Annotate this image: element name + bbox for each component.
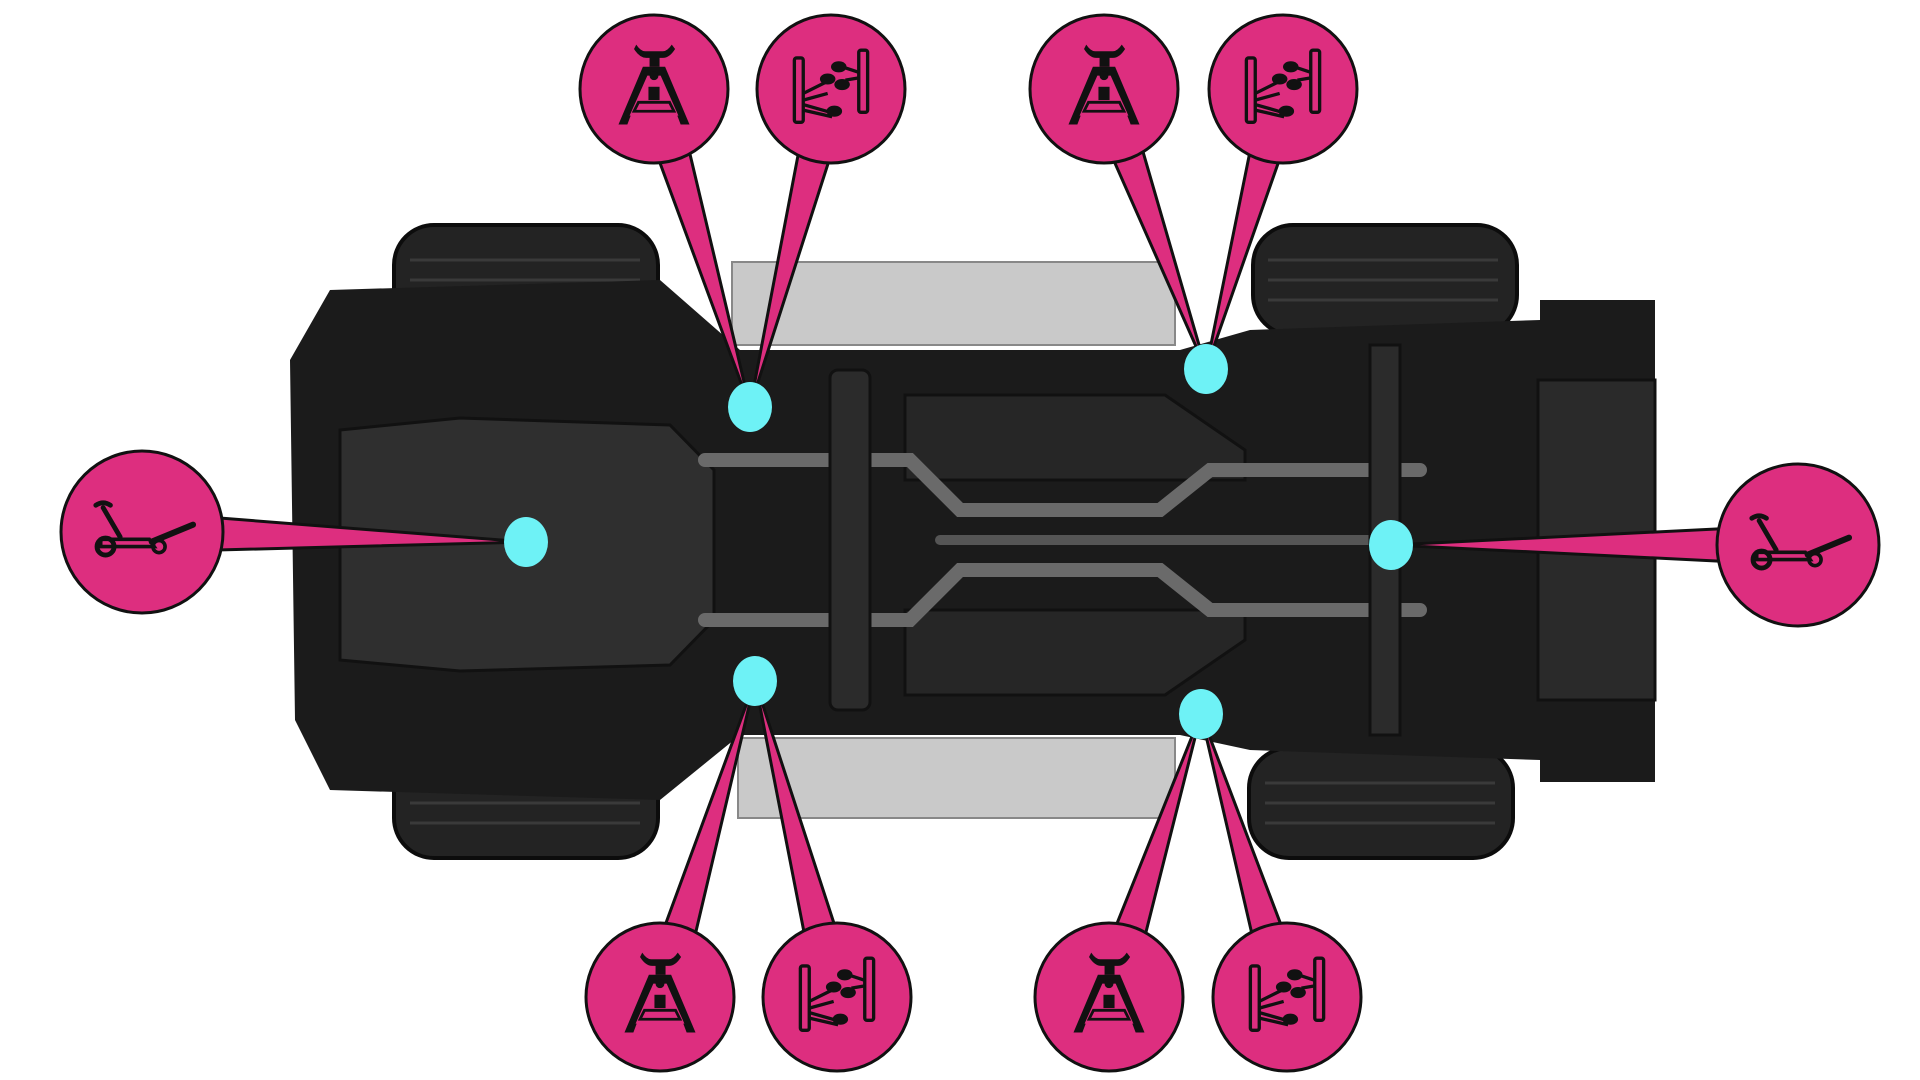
marker-circle (755, 13, 907, 165)
lift-point-front-crossmember (504, 517, 548, 567)
side-step-right (737, 737, 1176, 819)
marker-rear-left-jack-stand (1028, 13, 1180, 165)
marker-circle (59, 449, 225, 615)
lift-point-rear-right-pinch (1179, 689, 1223, 739)
vehicle-underside (290, 223, 1657, 860)
lift-points (504, 344, 1413, 739)
marker-circle (1207, 13, 1359, 165)
marker-rear-right-lift (1211, 921, 1363, 1073)
marker-circle (1715, 462, 1881, 628)
marker-rear-left-lift (1207, 13, 1359, 165)
marker-front-left-jack-stand (578, 13, 730, 165)
marker-pointers (139, 80, 1800, 1005)
marker-rear-floor-jack (1715, 462, 1881, 628)
marker-front-floor-jack (59, 449, 225, 615)
marker-circle (1211, 921, 1363, 1073)
crossmember (828, 368, 872, 712)
marker-front-right-jack-stand (584, 921, 736, 1073)
floor-pans (903, 393, 1247, 697)
marker-front-right-lift (761, 921, 913, 1073)
markers (59, 13, 1881, 1073)
marker-circle (761, 921, 913, 1073)
marker-front-left-lift (755, 13, 907, 165)
marker-rear-right-jack-stand (1033, 921, 1185, 1073)
lift-point-front-right-pinch (733, 656, 777, 706)
lift-point-rear-differential (1369, 520, 1413, 570)
side-step-left (731, 261, 1176, 346)
lift-point-rear-left-pinch (1184, 344, 1228, 394)
exhaust-system (698, 453, 1427, 627)
lift-point-front-left-pinch (728, 382, 772, 432)
